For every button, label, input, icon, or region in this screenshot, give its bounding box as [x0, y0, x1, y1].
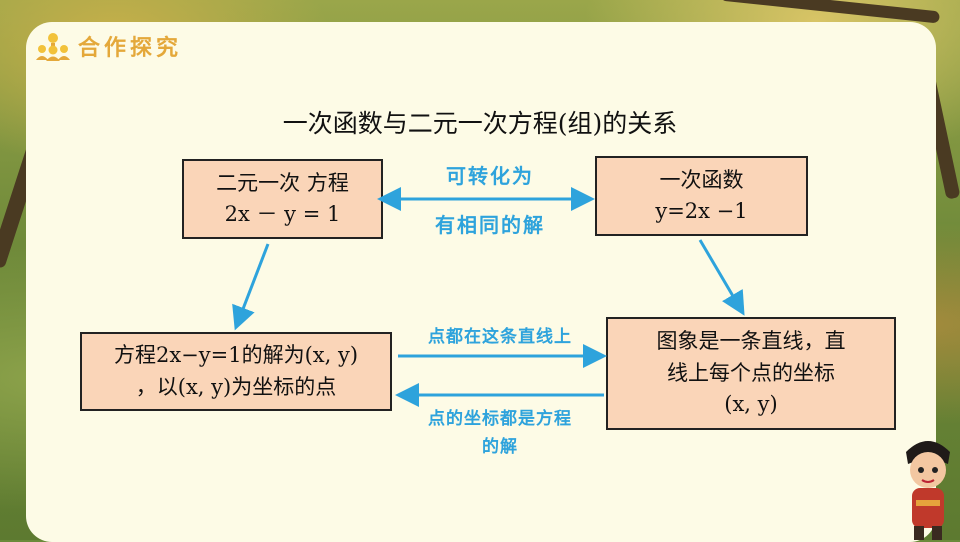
- content-card: [26, 22, 936, 542]
- box-graph-line-line2: 线上每个点的坐标: [667, 360, 835, 385]
- team-lightbulb-icon: [36, 33, 70, 61]
- label-points-on-line: 点都在这条直线上: [428, 327, 572, 347]
- box-graph-line: 图象是一条直线，直 线上每个点的坐标 (x, y): [606, 317, 896, 430]
- box-graph-line-line3: (x, y): [724, 392, 778, 417]
- box-binary-equation-line2: 2x － y = 1: [224, 202, 341, 226]
- box-solution-points-line2: ，以(x, y)为坐标的点: [135, 374, 337, 399]
- arrow-function-to-graph: [698, 239, 745, 316]
- box-linear-function: 一次函数 y=2x −1: [595, 156, 808, 236]
- box-linear-function-line1: 一次函数: [659, 167, 744, 192]
- box-graph-line-line1: 图象是一条直线，直: [656, 329, 846, 354]
- cartoon-character-illustration: [906, 441, 950, 540]
- arrow-equation-to-solutions: [232, 243, 270, 331]
- box-linear-function-line2: y=2x −1: [655, 199, 748, 223]
- section-header: 合作探究: [34, 30, 182, 62]
- label-coords-are-solutions-2: 的解: [482, 437, 518, 457]
- label-same-solution: 有相同的解: [435, 213, 545, 237]
- header-title: 合作探究: [78, 36, 183, 61]
- box-binary-equation: 二元一次 方程 2x － y = 1: [182, 159, 383, 239]
- label-convertible: 可转化为: [446, 164, 534, 188]
- box-solution-points-line1: 方程2x−y=1的解为(x, y): [113, 343, 359, 367]
- box-solution-points: 方程2x−y=1的解为(x, y) ，以(x, y)为坐标的点: [80, 332, 392, 411]
- diagram-title: 一次函数与二元一次方程(组)的关系: [282, 109, 678, 138]
- label-coords-are-solutions-1: 点的坐标都是方程: [428, 409, 572, 429]
- box-binary-equation-line1: 二元一次 方程: [216, 170, 349, 195]
